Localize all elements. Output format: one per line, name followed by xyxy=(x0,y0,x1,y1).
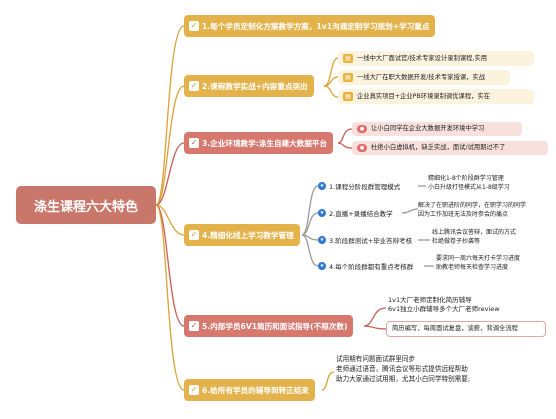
root-node[interactable]: 涤生课程六大特色 xyxy=(16,186,156,224)
branch-2-leaf-1[interactable]: ▤ 一线中大厂面试官/技术专家设计录制课程,实用 xyxy=(338,51,534,66)
branch-5-label: 5.内部学员6V1简历和面试指导(不限次数) xyxy=(202,321,348,331)
branch-4-sub-1-detail: 精细化1-8个阶段群学习管理 小白升级打怪模式从1-8级学习 xyxy=(428,175,510,191)
star-icon: ★ xyxy=(318,262,326,270)
branch-6[interactable]: ✓ 6.给所有学员的辅导到转正结束 xyxy=(184,379,315,401)
star-icon: ★ xyxy=(318,236,326,244)
branch-5[interactable]: ✓ 5.内部学员6V1简历和面试指导(不限次数) xyxy=(184,315,354,337)
check-icon: ✓ xyxy=(189,230,199,240)
folder-icon: ▤ xyxy=(343,54,353,63)
branch-2-leaf-3[interactable]: ▤ 企业真实项目+企业PB环境录制调优课程，实在 xyxy=(338,89,534,104)
branch-4-sub-3-detail: 线上腾讯会议答辩，面试的方式 杜绝做卷子抄袭等 xyxy=(432,229,517,245)
branch-1[interactable]: ✓ 1.每个学员定制化方案教学方案，1v1沟通定制学习规划+学习重点 xyxy=(184,15,436,37)
cloud-icon: ● xyxy=(357,144,367,152)
check-icon: ✓ xyxy=(189,385,199,395)
branch-4-sub-2-detail: 解决了在职进阶的同学，在职学习的同学 因为工作加班无法及时参会的痛点 xyxy=(418,202,527,218)
branch-3-leaf-2[interactable]: ● 杜绝小白虚拟机，缺乏实战，面试/试用期过不了 xyxy=(352,141,548,155)
branch-1-label: 1.每个学员定制化方案教学方案，1v1沟通定制学习规划+学习重点 xyxy=(202,21,430,31)
branch-4-sub-1[interactable]: ★ 1.课程分阶段群管理模式 xyxy=(318,182,401,191)
check-icon: ✓ xyxy=(189,321,199,331)
branch-2[interactable]: ✓ 2.课程教学实战+内容重点突出 xyxy=(184,75,314,97)
folder-icon: ▤ xyxy=(343,73,353,82)
branch-3-label: 3.企业环境教学:涤生自建大数据平台 xyxy=(202,138,328,148)
check-icon: ✓ xyxy=(189,21,199,31)
branch-4-sub-4[interactable]: ★ 4.每个阶段群都有重点考核群 xyxy=(318,262,414,271)
branch-5-detail: 1v1大厂老师定制化简历辅导 6v1独立小群辅导多个大厂老师review xyxy=(388,296,500,314)
branch-4[interactable]: ✓ 4.精细化线上学习教学管理 xyxy=(184,224,300,246)
star-icon: ★ xyxy=(318,182,326,190)
branch-2-leaf-2[interactable]: ▤ 一线大厂在职大数据开发/技术专家授课，实战 xyxy=(338,70,510,85)
cloud-icon: ● xyxy=(357,125,367,133)
folder-icon: ▤ xyxy=(343,92,353,101)
branch-6-label: 6.给所有学员的辅导到转正结束 xyxy=(202,385,309,395)
branch-5-box[interactable]: 简历编写，每周面试复盘，谈薪，背调全流程 xyxy=(386,321,546,337)
branch-4-label: 4.精细化线上学习教学管理 xyxy=(202,230,294,240)
check-icon: ✓ xyxy=(189,138,199,148)
check-icon: ✓ xyxy=(189,81,199,91)
branch-4-sub-3[interactable]: ★ 3.阶段群测试+毕业答辩考核 xyxy=(318,236,413,245)
branch-4-sub-4-detail: 要求同一周六每天打卡学习进度 助教老师每天检查学习进度 xyxy=(436,255,521,271)
branch-3-leaf-1[interactable]: ● 让小白同学在企业大数据开发环境中学习 xyxy=(352,122,522,136)
branch-6-detail: 试用期有问题面试群里同步 老师通过语音，腾讯会议等形式提供远程帮助 助力大家通过… xyxy=(336,355,471,384)
star-icon: ★ xyxy=(318,209,326,217)
branch-2-label: 2.课程教学实战+内容重点突出 xyxy=(202,81,308,91)
branch-4-sub-2[interactable]: ★ 2.直播+录播结合教学 xyxy=(318,209,393,218)
branch-3[interactable]: ✓ 3.企业环境教学:涤生自建大数据平台 xyxy=(184,132,334,154)
